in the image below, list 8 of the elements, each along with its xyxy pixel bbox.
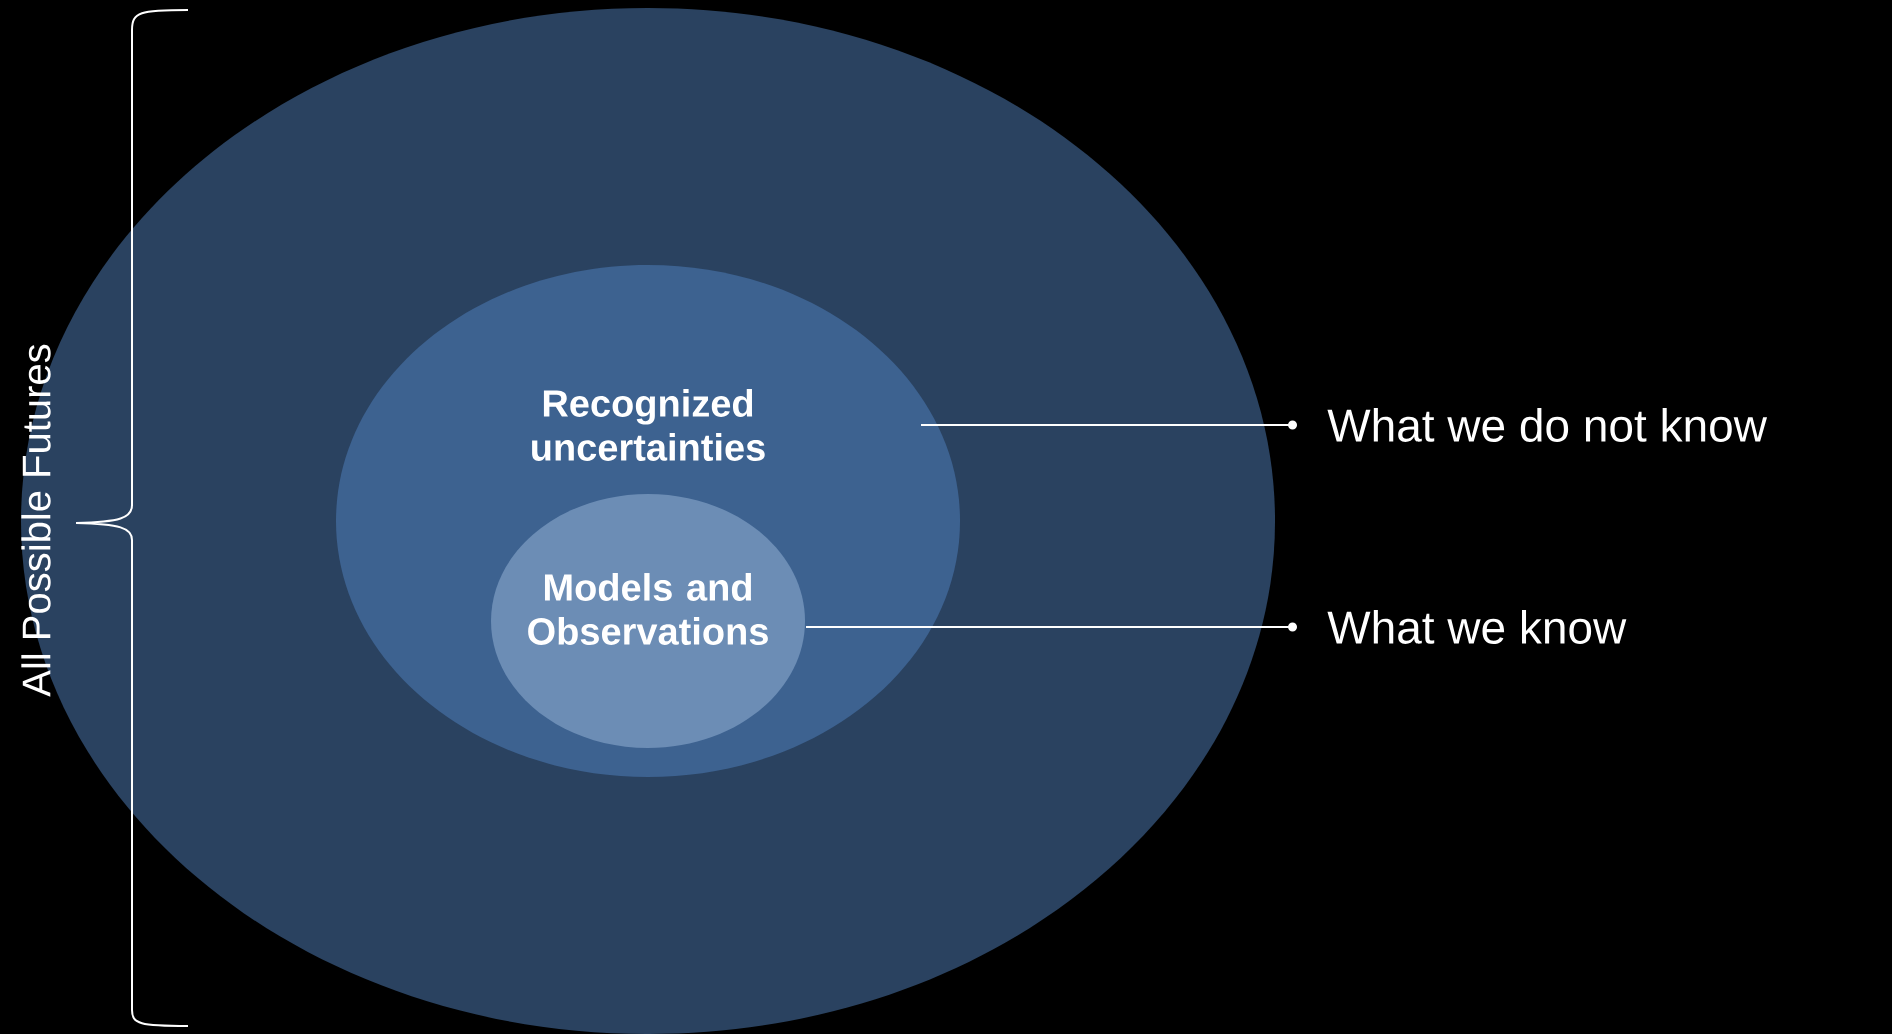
leader-line <box>920 420 1297 430</box>
node-label: Recognized uncertainties <box>532 389 765 461</box>
node-label: Models and Observations <box>528 573 768 645</box>
ellipse-region <box>491 494 805 748</box>
side-label: What we know <box>1327 610 1627 644</box>
leader-line <box>805 622 1297 632</box>
side-label: What we do not know <box>1327 408 1768 442</box>
brace-label: All Possible Futures <box>21 344 51 697</box>
